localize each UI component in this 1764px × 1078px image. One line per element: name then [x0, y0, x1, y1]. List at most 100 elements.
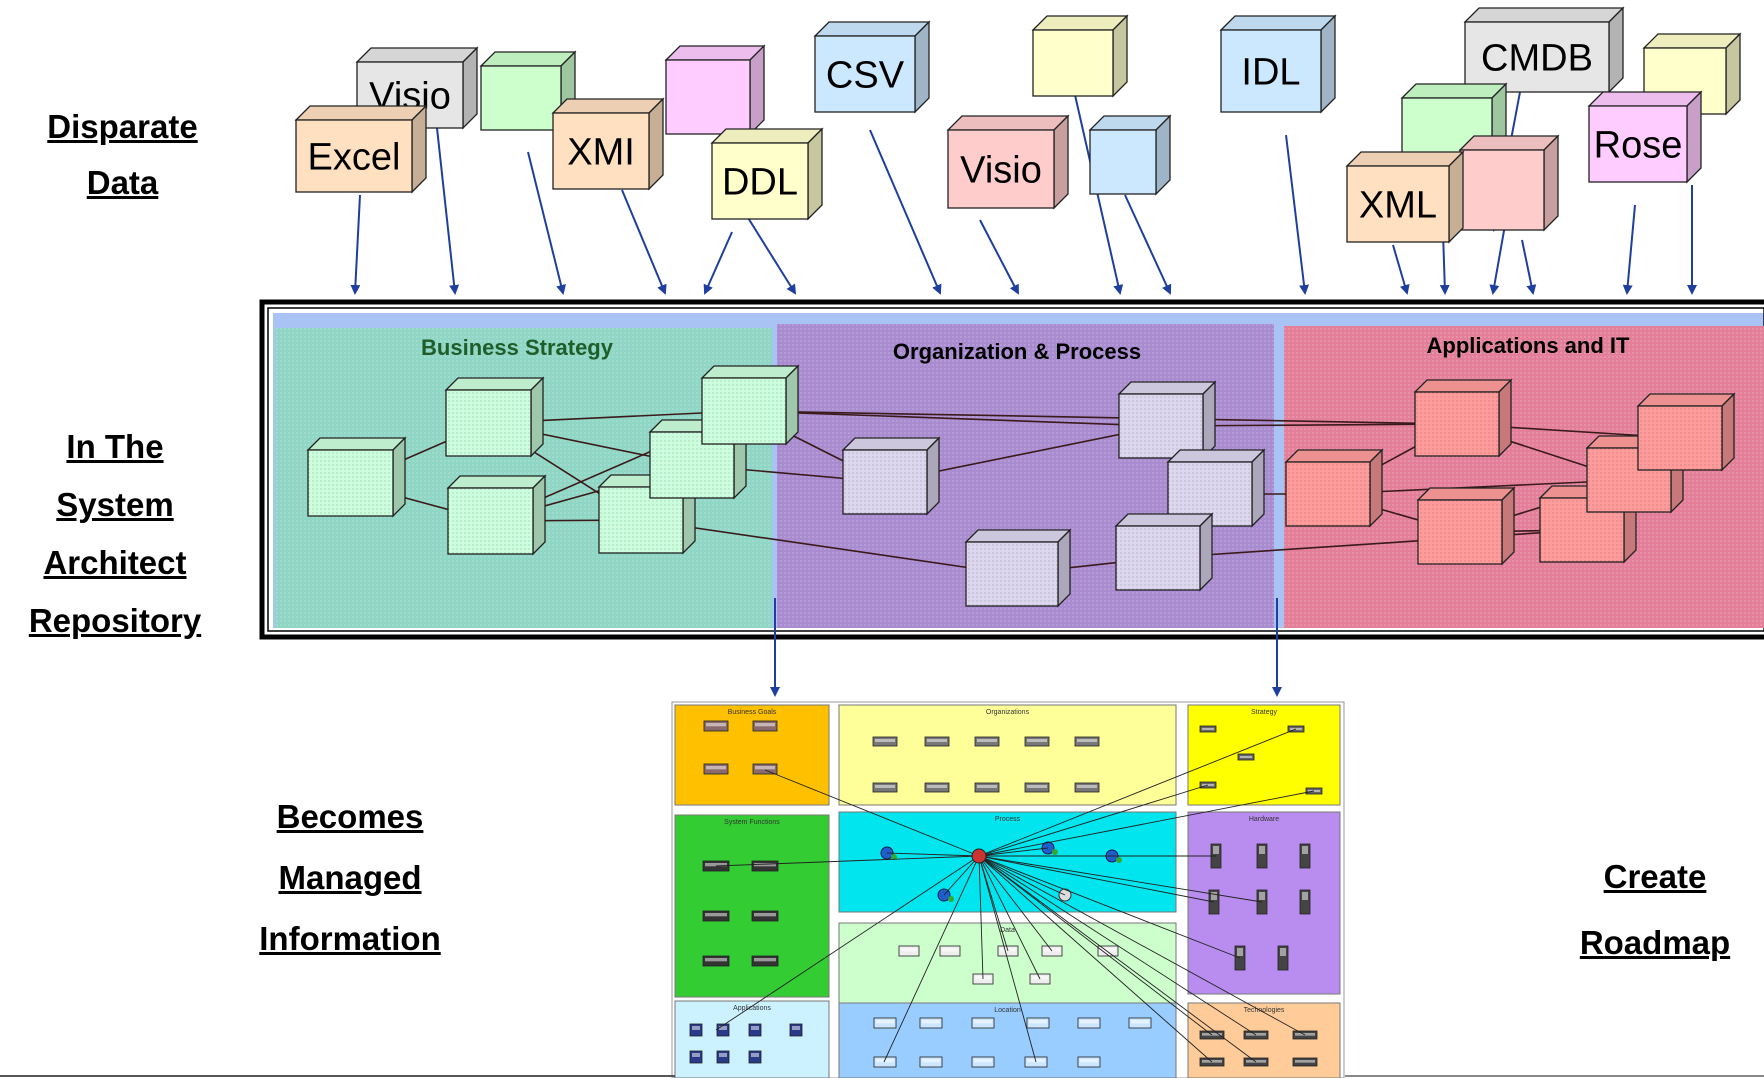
- source-arrow: [703, 231, 733, 295]
- organization-icon: [924, 782, 950, 793]
- strategy-icon: [1237, 753, 1255, 761]
- source-box-xmi: XMI: [551, 97, 665, 191]
- label-data: Data: [86, 164, 159, 201]
- label-managed: Managed: [278, 859, 422, 896]
- location-icon: [873, 1056, 897, 1068]
- roadmap-panel-system-functions: System Functions: [674, 814, 830, 998]
- location-icon: [873, 1017, 897, 1029]
- roadmap-panel-title-location: Location: [994, 1007, 1021, 1014]
- roadmap-link: [978, 855, 1053, 952]
- application-icon: [716, 1050, 730, 1064]
- source-label-visio-2: Visio: [960, 150, 1042, 192]
- label-disparate-data: Disparate Data: [40, 110, 205, 199]
- repository-box-op1: [841, 436, 941, 516]
- source-label-csv: CSV: [826, 55, 905, 97]
- location-icon: [1077, 1056, 1101, 1068]
- label-roadmap: Roadmap: [1579, 924, 1731, 961]
- location-icon: [1026, 1017, 1050, 1029]
- source-label-idl: IDL: [1241, 52, 1300, 94]
- roadmap-link: [978, 855, 1263, 903]
- source-label-excel: Excel: [308, 137, 401, 179]
- repository-box-bs1: [306, 436, 407, 518]
- source-label-rose: Rose: [1594, 125, 1683, 167]
- hardware-icon: [1277, 945, 1289, 971]
- source-arrow: [739, 204, 797, 295]
- organization-icon: [974, 736, 1000, 747]
- application-icon: [689, 1050, 703, 1064]
- application-icon: [748, 1050, 762, 1064]
- source-box-pink-2: [1458, 134, 1560, 232]
- roadmap-panel-title-applications: Applications: [733, 1005, 771, 1012]
- section-title-applications-it: Applications and IT: [1427, 333, 1630, 358]
- roadmap-link: [883, 855, 980, 1063]
- application-icon: [689, 1023, 703, 1037]
- label-becomes-managed-information: Becomes Managed Information: [230, 800, 470, 955]
- repository-boxes: [306, 364, 1736, 608]
- data-icon: [898, 945, 920, 957]
- roadmap-panel-data: Data: [838, 922, 1177, 1004]
- roadmap-hub-icon: [971, 848, 987, 864]
- location-icon: [1128, 1017, 1152, 1029]
- roadmap-link: [978, 728, 1297, 857]
- label-in-the-system-architect-repository: In The System Architect Repository: [10, 430, 220, 637]
- strategy-icon: [1199, 725, 1217, 733]
- organization-icon: [1074, 782, 1100, 793]
- roadmap-panel-title-hardware: Hardware: [1249, 816, 1279, 823]
- repository-box-bs3: [446, 474, 547, 556]
- source-box-green-1: [479, 50, 577, 132]
- source-arrow: [1622, 204, 1636, 295]
- hardware-icon: [1256, 843, 1268, 869]
- roadmap-panel-title-technologies: Technologies: [1244, 1007, 1285, 1014]
- roadmap-link: [978, 790, 1315, 857]
- source-box-xml: XML: [1345, 150, 1465, 244]
- source-arrow: [869, 129, 942, 295]
- label-disparate: Disparate: [47, 108, 198, 145]
- roadmap-panel-applications: Applications: [674, 1000, 830, 1078]
- organization-icon: [1074, 736, 1100, 747]
- label-information: Information: [259, 920, 441, 957]
- location-icon: [971, 1056, 995, 1068]
- application-icon: [748, 1023, 762, 1037]
- source-arrow: [1285, 134, 1310, 295]
- source-arrow: [1489, 224, 1506, 295]
- business-goal-icon: [752, 720, 778, 732]
- label-architect: Architect: [43, 544, 187, 581]
- roadmap-panel-title-business-goals: Business Goals: [728, 709, 777, 716]
- source-box-csv: CSV: [813, 20, 931, 114]
- roadmap-panel-business-goals: Business Goals: [674, 704, 830, 806]
- repository-box-ai6: [1636, 392, 1736, 472]
- source-arrow: [621, 189, 667, 295]
- roadmap-link: [764, 769, 980, 857]
- roadmap-link: [978, 855, 1215, 903]
- roadmap-link: [978, 855, 1213, 1036]
- roadmap-link: [978, 855, 1213, 1063]
- roadmap-link: [978, 847, 1049, 857]
- section-title-business-strategy: Business Strategy: [421, 335, 614, 360]
- location-icon: [919, 1017, 943, 1029]
- source-box-blue-1: [1088, 114, 1172, 196]
- system-function-icon: [751, 910, 779, 922]
- repository-to-roadmap-arrows: [770, 598, 1282, 697]
- hardware-icon: [1299, 889, 1311, 915]
- repository-link: [640, 519, 1013, 575]
- source-box-pink-1: [664, 44, 766, 136]
- source-label-xml: XML: [1359, 185, 1437, 227]
- source-label-xmi: XMI: [567, 132, 635, 174]
- organization-icon: [1024, 736, 1050, 747]
- label-repository: Repository: [28, 602, 202, 639]
- organization-icon: [872, 736, 898, 747]
- label-becomes: Becomes: [276, 798, 424, 835]
- organization-icon: [974, 782, 1000, 793]
- roadmap-panel-technologies: Technologies: [1187, 1002, 1341, 1078]
- roadmap-panel-title-data: Data: [1000, 927, 1015, 934]
- source-box-cmdb: CMDB: [1463, 6, 1625, 94]
- source-arrow: [1124, 194, 1172, 295]
- data-icon: [1097, 945, 1119, 957]
- source-label-ddl: DDL: [722, 162, 798, 204]
- system-function-icon: [751, 955, 779, 967]
- label-in-the: In The: [66, 428, 164, 465]
- source-box-idl: IDL: [1219, 14, 1337, 114]
